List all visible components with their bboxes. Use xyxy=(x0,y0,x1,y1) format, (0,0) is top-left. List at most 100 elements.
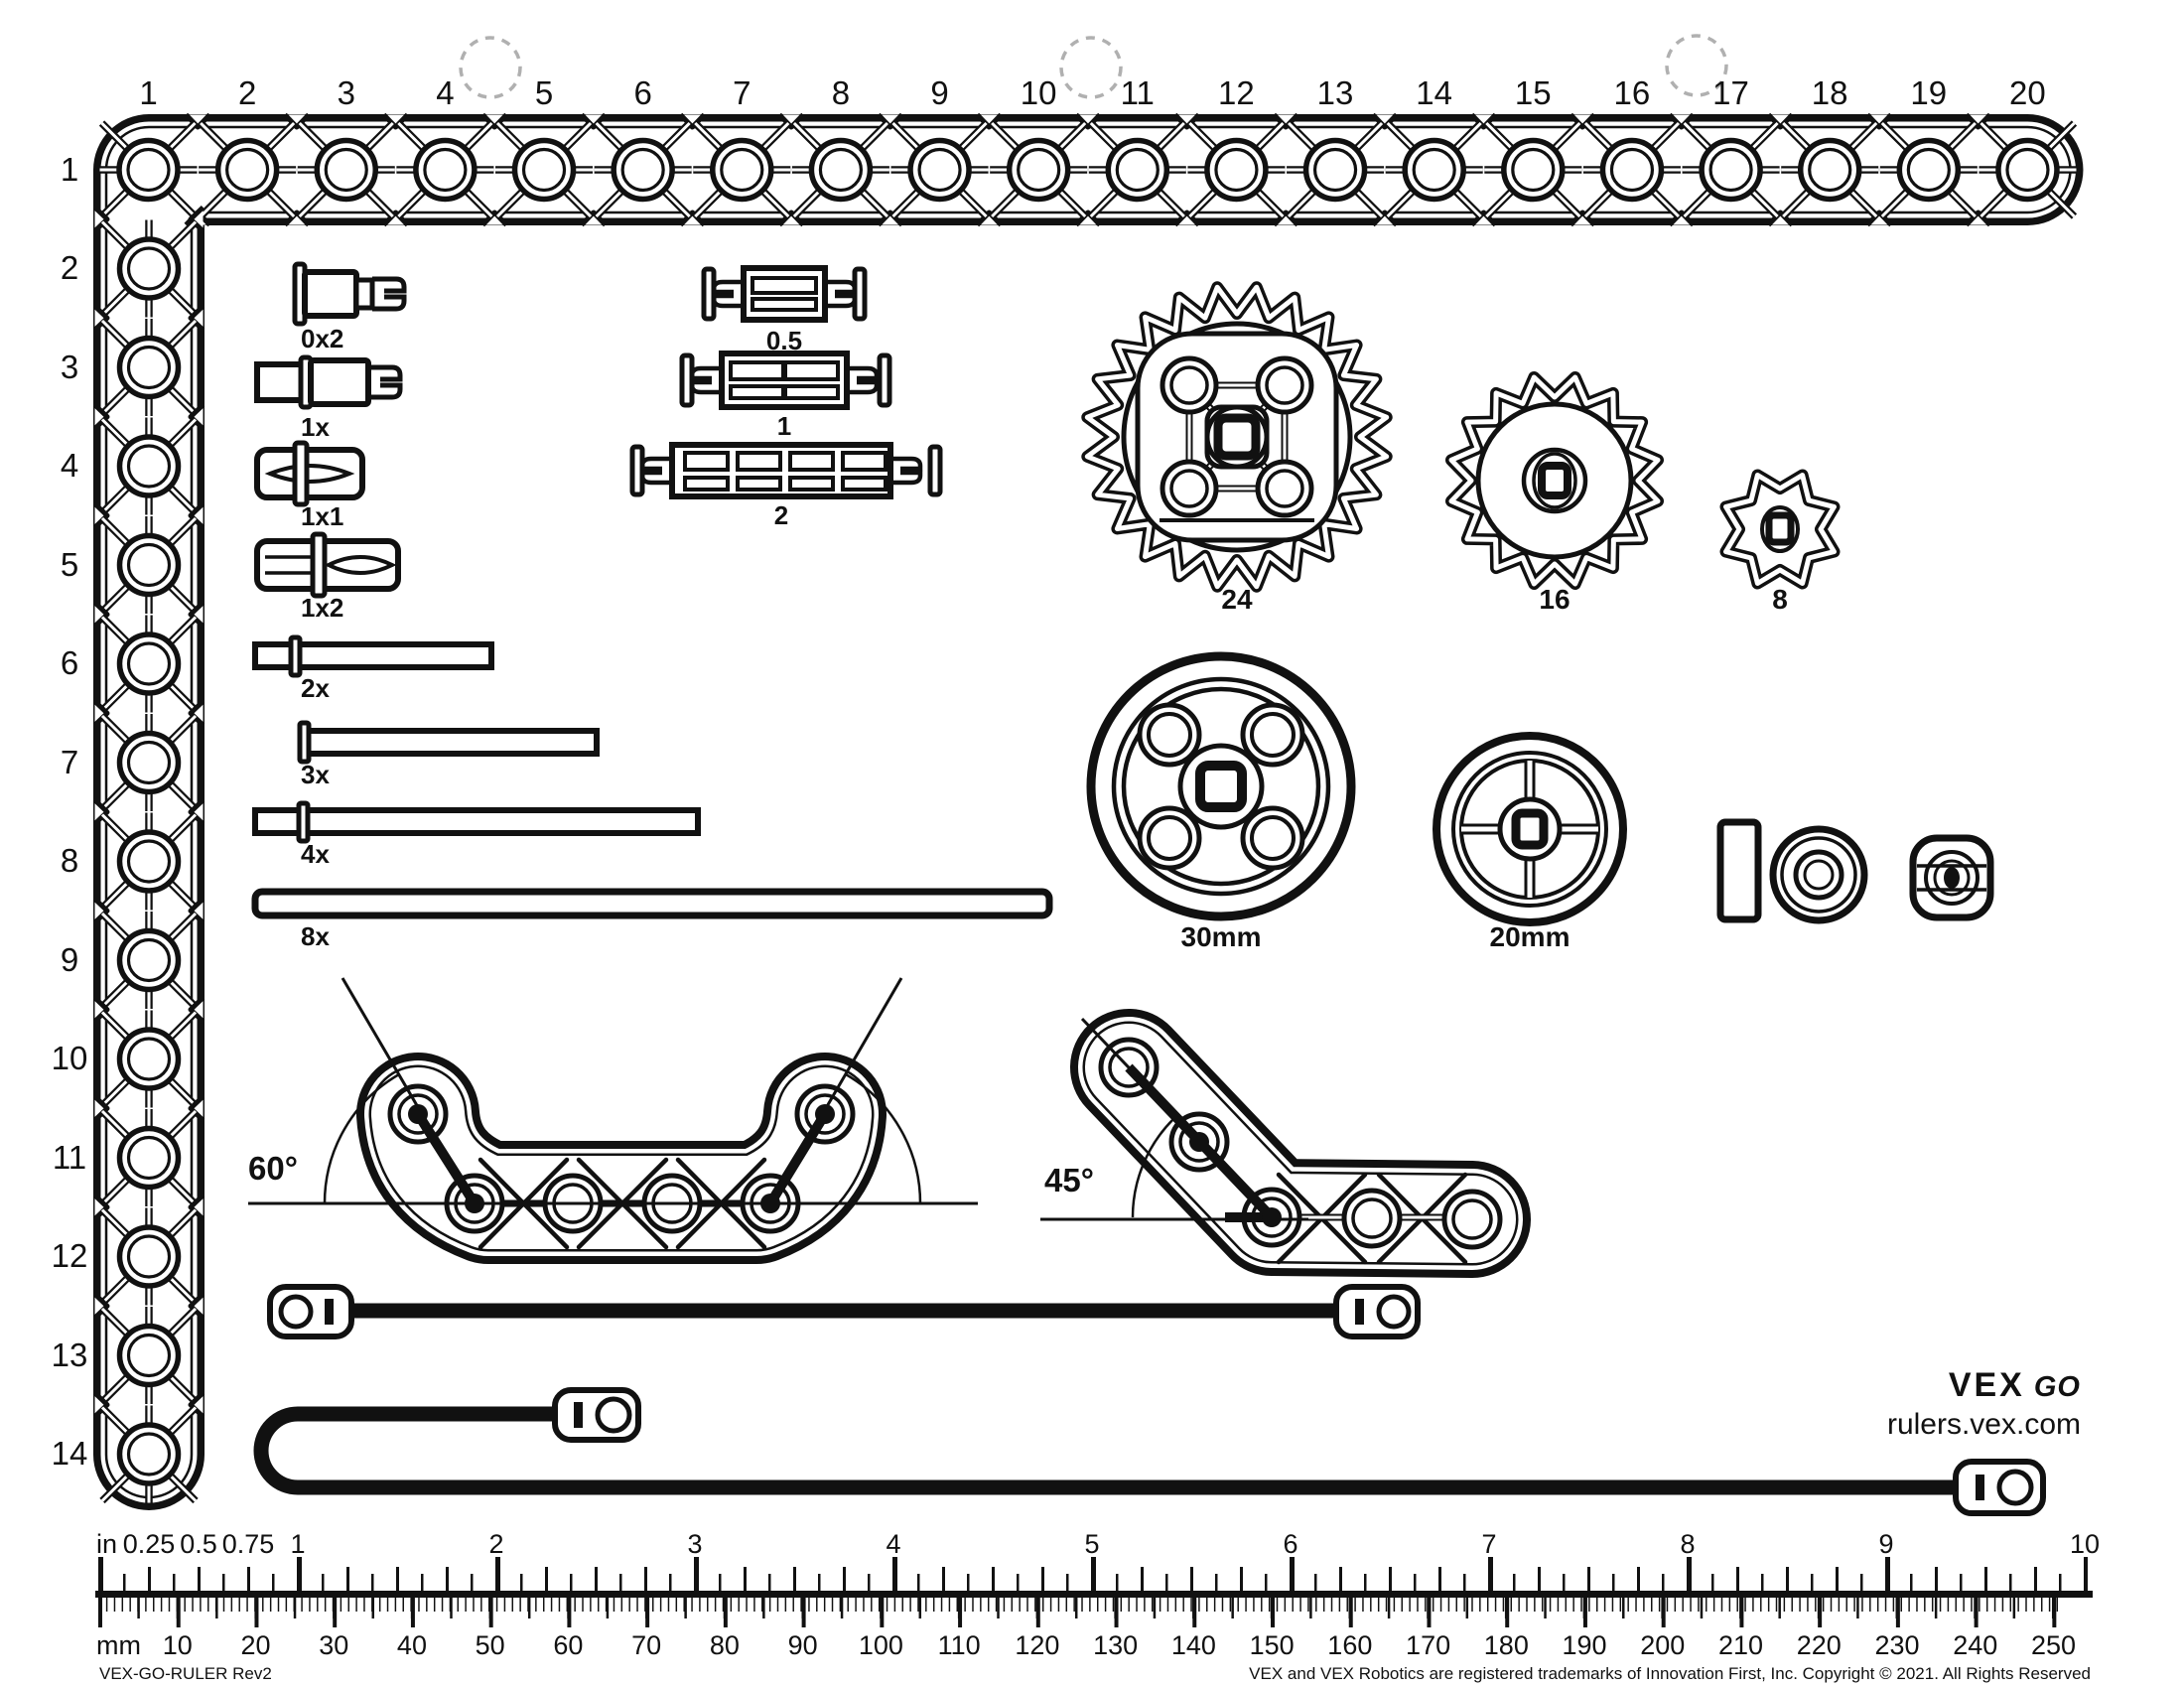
pin-0x2-label: 0x2 xyxy=(301,324,344,353)
top-beam-number: 1 xyxy=(139,74,158,111)
left-beam-number: 12 xyxy=(51,1237,88,1275)
left-beam-number: 5 xyxy=(60,545,79,583)
mm-scale-number: 80 xyxy=(709,1630,740,1660)
spacer-pulley-knob-graphic xyxy=(1716,818,1994,924)
ruler-baseline xyxy=(95,1591,2093,1598)
top-beam-number: 11 xyxy=(1120,74,1155,111)
inch-scale-ticks xyxy=(97,1557,2088,1591)
axle-2x-label: 2x xyxy=(301,673,330,703)
angle-beams-graphic xyxy=(356,1009,1531,1278)
top-beam-number: 13 xyxy=(1316,74,1354,111)
left-beam-number: 13 xyxy=(51,1336,88,1373)
axles-graphic xyxy=(251,634,1053,919)
left-beam-number: 10 xyxy=(51,1040,88,1077)
mm-scale-number: 10 xyxy=(162,1630,193,1660)
inch-unit-label: in xyxy=(96,1529,118,1559)
mm-scale-number: 180 xyxy=(1483,1630,1529,1660)
standoff-05-label: 0.5 xyxy=(765,326,803,355)
wheel-30mm-label: 30mm xyxy=(1180,921,1262,952)
gear-24-label: 24 xyxy=(1221,584,1253,615)
inch-scale-number: 7 xyxy=(1481,1529,1497,1559)
left-beam-number: 6 xyxy=(60,644,79,682)
mm-scale-number: 70 xyxy=(631,1630,662,1660)
inch-scale-number: 0.75 xyxy=(221,1529,275,1559)
inch-scale-number: 0.5 xyxy=(180,1529,217,1559)
top-beam-number: 9 xyxy=(930,74,949,111)
left-beam-number: 3 xyxy=(60,348,79,385)
top-beam-number: 14 xyxy=(1416,74,1452,111)
inch-scale-number: 4 xyxy=(886,1529,901,1559)
rulers-url: rulers.vex.com xyxy=(1886,1408,2081,1441)
mm-scale-number: 20 xyxy=(240,1630,271,1660)
mm-scale-number: 40 xyxy=(396,1630,427,1660)
mm-unit-label: mm xyxy=(96,1630,141,1660)
left-beam-number: 14 xyxy=(51,1435,88,1473)
inch-scale-number: 5 xyxy=(1084,1529,1100,1559)
top-beam-number: 12 xyxy=(1218,74,1255,111)
left-beam-number: 7 xyxy=(60,743,79,780)
mm-scale-ticks xyxy=(98,1598,2059,1627)
mm-scale-number: 160 xyxy=(1327,1630,1373,1660)
top-beam-number: 20 xyxy=(2009,74,2046,111)
inch-scale-number: 8 xyxy=(1680,1529,1696,1559)
top-beam-number: 3 xyxy=(337,74,355,111)
mm-scale-number: 200 xyxy=(1640,1630,1686,1660)
mm-scale-number: 90 xyxy=(787,1630,818,1660)
mm-scale-number: 110 xyxy=(937,1630,981,1660)
dashed-circle xyxy=(1059,36,1123,99)
top-beam-number: 16 xyxy=(1613,74,1651,111)
inch-scale-number: 9 xyxy=(1878,1529,1894,1559)
inch-scale-number: 10 xyxy=(2069,1529,2101,1559)
top-beam-number: 4 xyxy=(436,74,455,111)
standoff-2-label: 2 xyxy=(773,500,789,530)
copyright-text: VEX and VEX Robotics are registered trad… xyxy=(1249,1664,2091,1683)
top-beam-number: 19 xyxy=(1910,74,1948,111)
inch-scale-number: 1 xyxy=(290,1529,306,1559)
gear-8-label: 8 xyxy=(1772,584,1788,615)
mm-scale-number: 170 xyxy=(1406,1630,1451,1660)
mm-scale-number: 100 xyxy=(858,1630,903,1660)
punch-hole-marks xyxy=(459,34,1728,99)
standoffs-graphic xyxy=(629,265,943,499)
mm-scale-number: 230 xyxy=(1874,1630,1920,1660)
mm-scale-number: 120 xyxy=(1015,1630,1060,1660)
mm-scale-number: 250 xyxy=(2030,1630,2077,1660)
top-beam-number: 2 xyxy=(237,74,257,111)
gear-16-label: 16 xyxy=(1539,584,1570,615)
mm-scale-number: 240 xyxy=(1953,1630,1998,1660)
gear-faces-graphic xyxy=(1121,321,1800,560)
top-beam-number: 7 xyxy=(733,74,751,111)
mm-scale-number: 190 xyxy=(1562,1630,1607,1660)
l-beam-graphic xyxy=(92,112,2084,1510)
top-beam-number: 17 xyxy=(1712,74,1749,111)
go-logo-text: GO xyxy=(2033,1371,2081,1403)
mm-scale-number: 220 xyxy=(1796,1630,1842,1660)
wheels-graphic xyxy=(1086,651,1627,926)
left-beam-number: 4 xyxy=(60,447,79,485)
angle-45-label: 45° xyxy=(1044,1162,1094,1198)
inch-scale-number: 6 xyxy=(1283,1529,1298,1559)
pins-graphic xyxy=(254,261,407,599)
standoff-1-label: 1 xyxy=(776,411,792,441)
axle-3x-label: 3x xyxy=(301,760,330,789)
mm-scale-number: 60 xyxy=(553,1630,584,1660)
left-beam-number: 1 xyxy=(60,150,79,188)
pin-1x1-label: 1x1 xyxy=(301,501,344,531)
axle-4x-label: 4x xyxy=(301,839,330,869)
top-beam-number: 10 xyxy=(1020,74,1057,111)
mm-scale-number: 140 xyxy=(1170,1630,1216,1660)
pin-1x-label: 1x xyxy=(301,412,330,442)
inch-scale-number: 2 xyxy=(488,1529,504,1559)
mm-scale-number: 210 xyxy=(1718,1630,1764,1660)
mm-scale-number: 130 xyxy=(1093,1630,1139,1660)
wheel-20mm-label: 20mm xyxy=(1489,921,1570,952)
top-beam-number: 15 xyxy=(1514,74,1552,111)
vex-logo-text: VEX xyxy=(1948,1366,2025,1404)
tethers-graphic xyxy=(253,1284,2046,1516)
revision-text: VEX-GO-RULER Rev2 xyxy=(99,1664,272,1683)
mm-scale-number: 150 xyxy=(1249,1630,1295,1660)
